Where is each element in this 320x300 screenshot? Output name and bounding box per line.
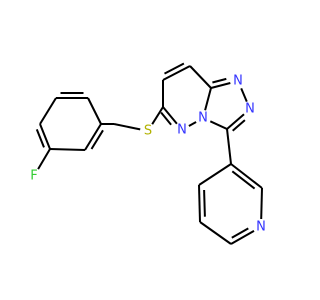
bond-c12-c13 — [230, 163, 263, 189]
bond-n6-c14 — [230, 230, 255, 245]
bond-n5-c7 — [162, 106, 178, 125]
bond-c11-c12 — [226, 128, 232, 165]
bond-s-c7 — [151, 106, 164, 125]
bond-ch2-s — [113, 123, 141, 131]
bond-n3-c11 — [226, 113, 245, 130]
bond-c14-c15 — [199, 221, 232, 245]
bond-c15-c16 — [198, 184, 201, 223]
atom-label-n-bridgehead: N — [198, 111, 208, 126]
bond-n3-c11-second — [232, 119, 246, 132]
bond-c4-c5 — [87, 97, 102, 125]
bond-layer — [35, 62, 263, 245]
bond-c13-n6 — [260, 187, 263, 220]
bond-c10-n2 — [210, 82, 231, 89]
bond-c10-n2-second — [212, 77, 227, 84]
atom-label-fluorine: F — [30, 169, 37, 184]
atom-label-n-pyridazine: N — [177, 123, 187, 138]
bond-n2-n3 — [240, 88, 248, 102]
bond-n4-n5 — [188, 121, 197, 127]
bond-c8-c9 — [162, 65, 191, 81]
atom-label-sulfur: S — [144, 124, 152, 139]
atom-label-n-triazole-top: N — [233, 74, 243, 89]
bond-c1-c2-second — [35, 129, 45, 148]
bond-n6-c14-second — [231, 227, 249, 239]
atom-label-n-triazole-mid: N — [245, 102, 255, 117]
bond-c5-c6-second — [90, 129, 104, 150]
bond-c8-c9-second — [164, 62, 185, 75]
bond-c6-c1 — [49, 148, 86, 151]
atom-label-n-pyridine: N — [256, 220, 266, 235]
bond-c15-c16-second — [203, 189, 206, 217]
bond-c11-n4 — [209, 120, 228, 130]
bond-n5-c7-second — [160, 111, 172, 126]
bond-c5-c6 — [84, 123, 102, 151]
bond-c9-c10 — [189, 65, 212, 89]
bond-c2-c3 — [39, 97, 57, 125]
bond-c12-c13-second — [231, 170, 256, 190]
bond-c10-n4 — [204, 87, 212, 111]
bond-c1-c2 — [39, 123, 51, 150]
bond-f-c1 — [37, 148, 51, 170]
bond-c16-c12 — [198, 163, 232, 186]
